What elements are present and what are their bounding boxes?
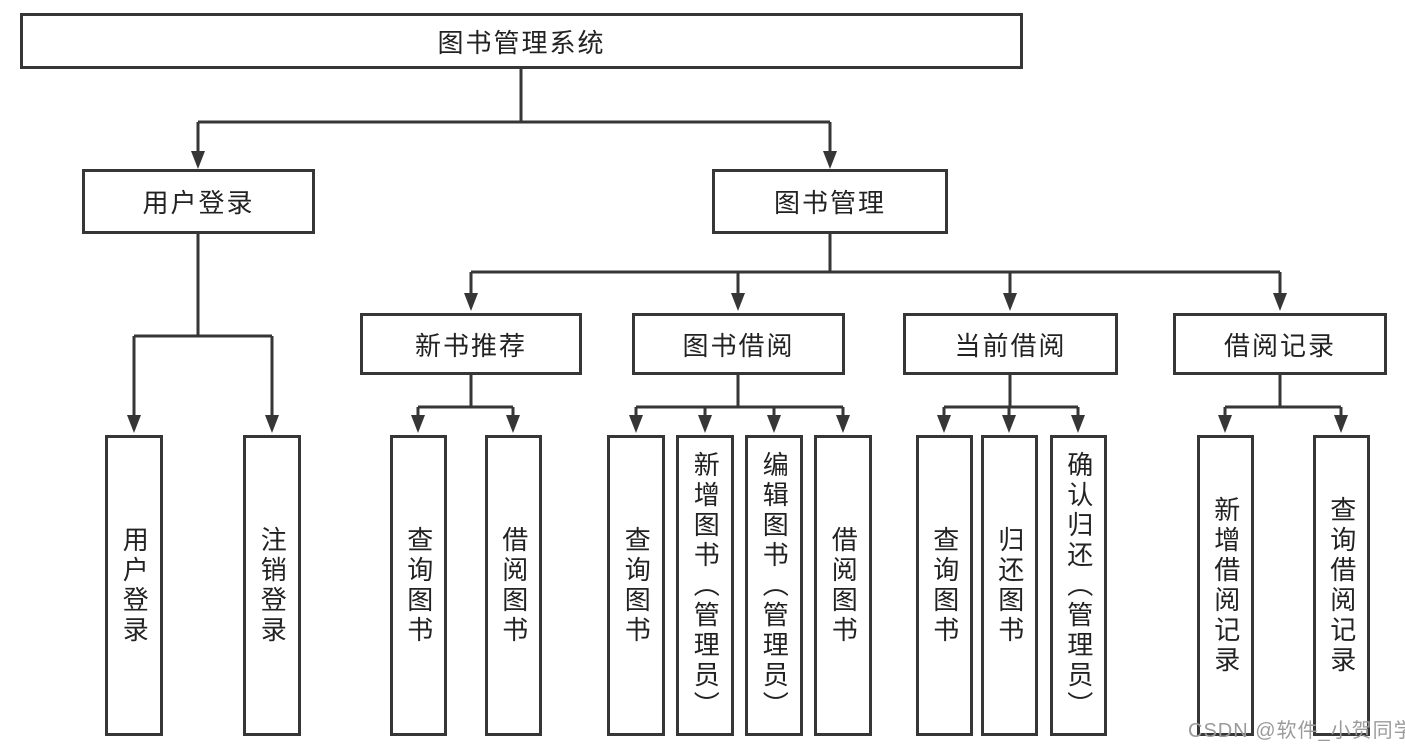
node-new-book-recommend: 新书推荐 — [360, 313, 582, 375]
node-book-management: 图书管理 — [712, 169, 948, 234]
node-user-login: 用户登录 — [82, 169, 315, 234]
leaf-query-borrow-record-label: 查询借阅记录 — [1326, 495, 1357, 676]
leaf-borrow-books-recommend: 借阅图书 — [485, 435, 542, 736]
leaf-query-books-borrow-label: 查询图书 — [621, 525, 652, 646]
node-current-borrow: 当前借阅 — [903, 313, 1118, 375]
leaf-borrow-books-recommend-label: 借阅图书 — [498, 525, 529, 646]
leaf-user-login-label: 用户登录 — [119, 525, 150, 646]
leaf-add-borrow-record-label: 新增借阅记录 — [1210, 495, 1241, 676]
leaf-query-books-recommend-label: 查询图书 — [403, 525, 434, 646]
leaf-add-book-admin: 新增图书（管理员） — [676, 435, 734, 736]
leaf-logout: 注销登录 — [243, 435, 301, 736]
leaf-add-book-admin-label: 新增图书（管理员） — [690, 450, 721, 721]
leaf-confirm-return-admin-label: 确认归还（管理员） — [1063, 450, 1094, 721]
node-borrow-records: 借阅记录 — [1173, 313, 1387, 375]
leaf-query-books-borrow: 查询图书 — [607, 435, 665, 736]
leaf-edit-book-admin-label: 编辑图书（管理员） — [759, 450, 790, 721]
leaf-edit-book-admin: 编辑图书（管理员） — [745, 435, 803, 736]
leaf-return-book-label: 归还图书 — [994, 525, 1025, 646]
leaf-add-borrow-record: 新增借阅记录 — [1197, 435, 1254, 736]
leaf-logout-label: 注销登录 — [257, 525, 288, 646]
leaf-user-login: 用户登录 — [105, 435, 163, 736]
leaf-query-books-recommend: 查询图书 — [390, 435, 447, 736]
node-book-borrow: 图书借阅 — [632, 313, 845, 375]
leaf-borrow-books-borrow: 借阅图书 — [814, 435, 872, 736]
arrowheads — [127, 151, 1348, 433]
leaf-return-book: 归还图书 — [981, 435, 1038, 736]
csdn-watermark: CSDN @软件_小贺同学 — [1188, 720, 1405, 742]
leaf-confirm-return-admin: 确认归还（管理员） — [1050, 435, 1107, 736]
leaf-query-books-current-label: 查询图书 — [929, 525, 960, 646]
leaf-borrow-books-borrow-label: 借阅图书 — [828, 525, 859, 646]
node-root-system: 图书管理系统 — [20, 13, 1023, 69]
leaf-query-books-current: 查询图书 — [916, 435, 973, 736]
leaf-query-borrow-record: 查询借阅记录 — [1313, 435, 1370, 736]
